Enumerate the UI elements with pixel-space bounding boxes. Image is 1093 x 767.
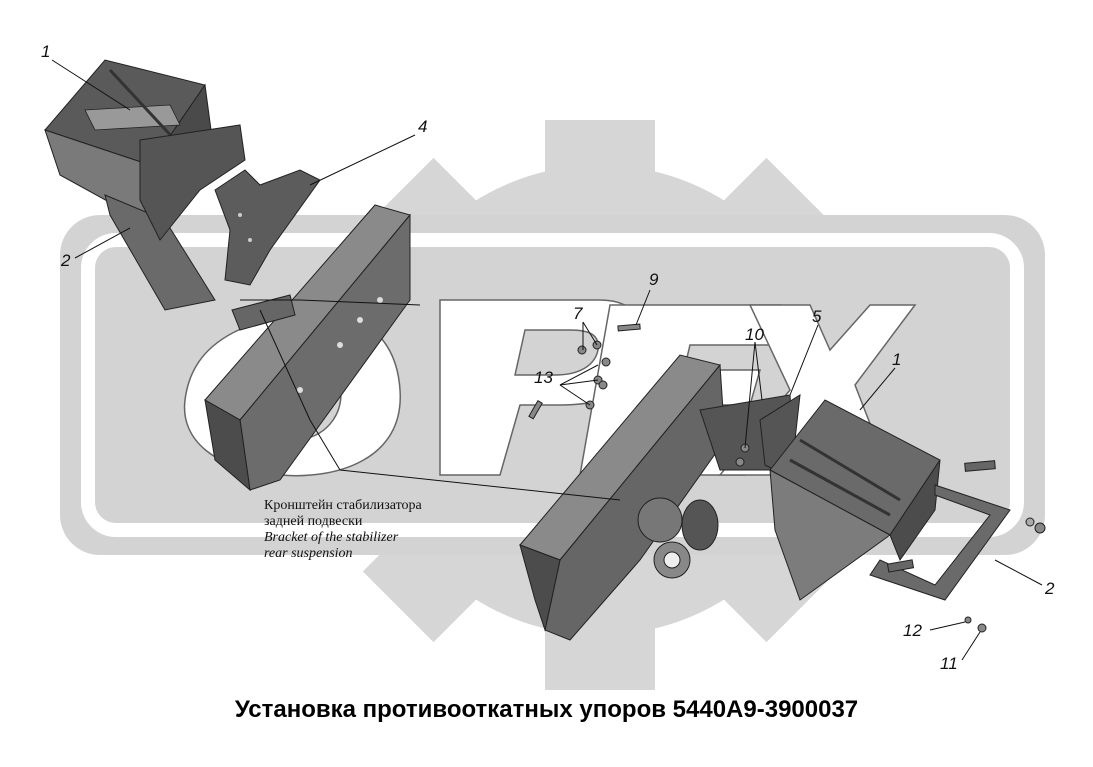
diagram-title: Установка противооткатных упоров 5440А9-… — [234, 696, 859, 723]
callout-13: 13 — [534, 368, 553, 387]
fasteners-group — [528, 323, 987, 633]
right-frame-channel — [519, 354, 796, 641]
callout-9: 9 — [649, 270, 659, 289]
part-2-right-strap — [869, 460, 1046, 601]
callout-2-right: 2 — [1045, 579, 1055, 598]
callout-2-left: 2 — [61, 251, 71, 270]
callout-12: 12 — [903, 621, 922, 640]
callout-1-left: 1 — [41, 42, 51, 61]
note-en-line-1: Bracket of the stabilizer — [264, 530, 399, 545]
note-en-line-2: rear suspension — [264, 546, 353, 561]
part-1-right-bracket — [769, 399, 941, 601]
part-4-plate — [214, 169, 321, 286]
callout-7: 7 — [573, 304, 583, 323]
callout-1-right: 1 — [892, 350, 902, 369]
callout-5: 5 — [812, 307, 822, 326]
part-2-left-strap — [104, 124, 246, 311]
leader-lines — [51, 59, 1043, 661]
left-frame-channel — [204, 204, 411, 492]
stabilizer-bracket-note: Кронштейн стабилизатора задней подвески … — [264, 498, 422, 562]
callout-11: 11 — [940, 654, 958, 673]
note-ru-line-2: задней подвески — [264, 514, 363, 529]
note-ru-line-1: Кронштейн стабилизатора — [264, 498, 422, 513]
callout-4: 4 — [418, 117, 428, 136]
callout-10: 10 — [745, 325, 764, 344]
